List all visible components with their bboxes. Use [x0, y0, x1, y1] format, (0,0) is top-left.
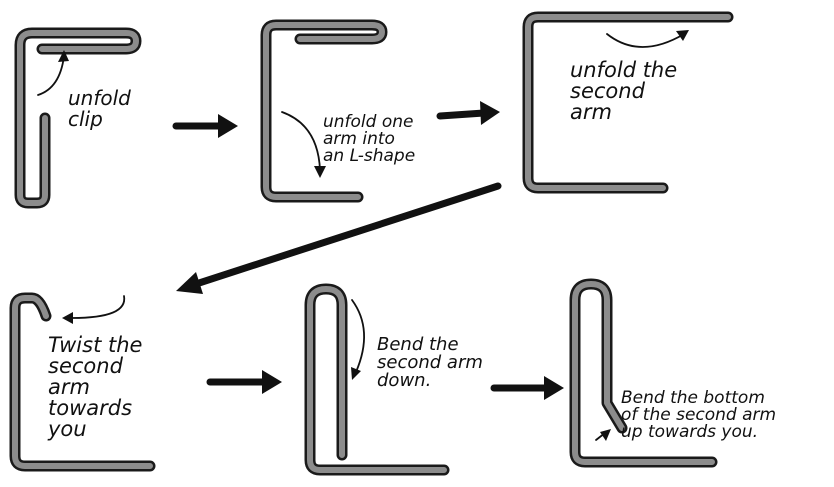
step-3-arrow-head [676, 30, 689, 41]
paperclip-step-5 [304, 283, 450, 476]
flow-arrow-3-to-4 [176, 182, 502, 294]
step-3-caption: unfold the second arm [570, 58, 678, 124]
step-3-arrow [606, 33, 685, 48]
step-4-arrow-head [62, 312, 73, 324]
paperclip-step-4 [9, 292, 156, 472]
step-2-arrow-head [314, 166, 326, 178]
step-6-caption: Bend the bottom of the second arm up tow… [621, 388, 777, 442]
step-4-caption: Twist the second arm towards you [48, 333, 143, 441]
step-2-arrow [281, 111, 321, 171]
step-1-arrow-head [58, 50, 69, 62]
step-5-arrow [351, 299, 365, 373]
step-1-caption: unfold clip [68, 86, 131, 131]
flow-arrow-1-to-2 [172, 114, 238, 138]
step-1-arrow [37, 55, 65, 96]
flow-arrow-4-to-5 [206, 370, 282, 394]
paperclip-step-2 [260, 19, 388, 203]
step-5-arrow-head [351, 367, 361, 380]
paperclip-step-3 [522, 11, 734, 194]
flow-arrow-2-to-3 [436, 101, 500, 125]
step-5-caption: Bend the second arm down. [377, 334, 483, 391]
paperclip-step-6 [569, 278, 718, 468]
paperclip-step-1 [14, 27, 142, 209]
step-6-arrow-head [600, 429, 611, 441]
flow-arrow-5-to-6 [490, 376, 564, 400]
step-2-caption: unfold one arm into an L-shape [323, 112, 416, 166]
step-4-arrow [71, 295, 126, 319]
